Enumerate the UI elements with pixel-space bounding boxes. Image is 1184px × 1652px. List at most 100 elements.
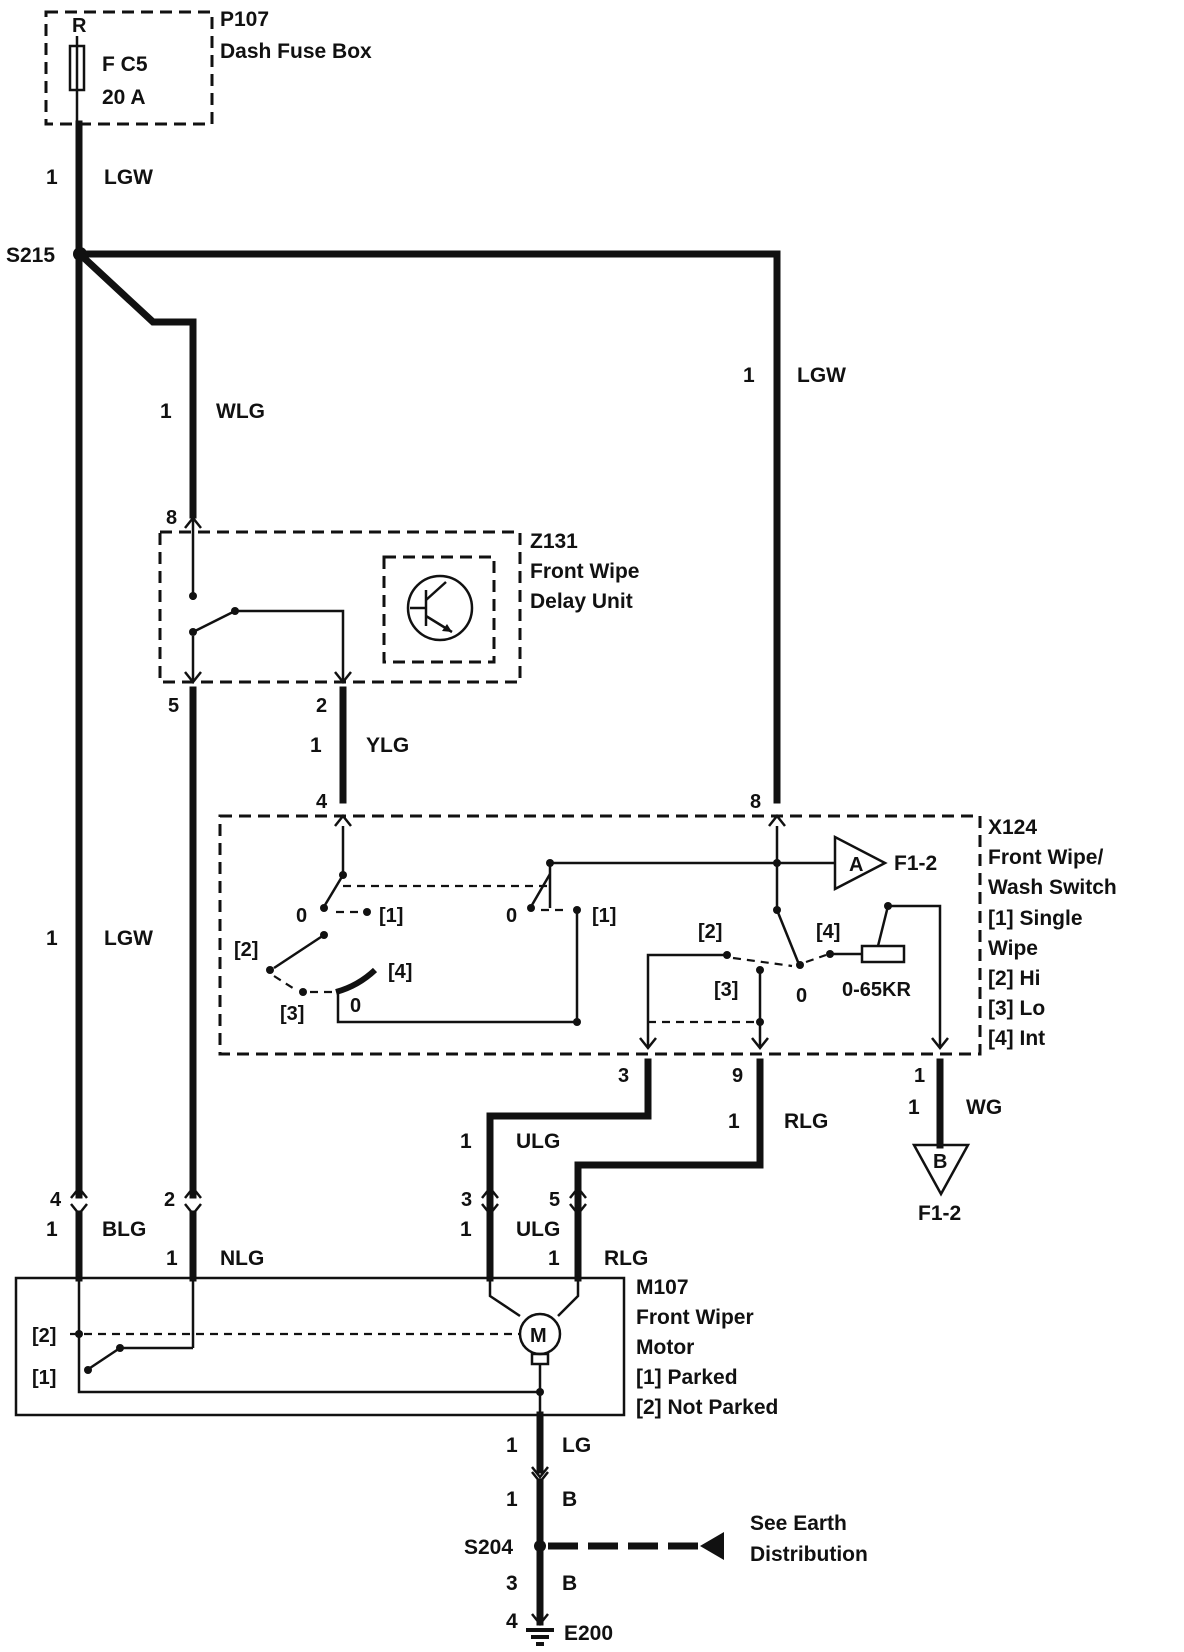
svg-text:1: 1 <box>166 1247 178 1270</box>
delay-pin-2: 2 <box>316 695 327 717</box>
svg-text:1: 1 <box>460 1130 472 1153</box>
svg-text:3: 3 <box>461 1189 472 1211</box>
resistor-label: 0-65KR <box>842 979 911 1001</box>
svg-text:4: 4 <box>50 1189 62 1211</box>
fuse-box-name: Dash Fuse Box <box>220 40 372 63</box>
svg-text:A: A <box>849 854 863 876</box>
svg-text:[2]: [2] <box>234 939 258 961</box>
delay-unit-code: Z131 <box>530 530 578 553</box>
svg-text:1: 1 <box>506 1434 518 1457</box>
svg-text:NLG: NLG <box>220 1247 264 1270</box>
svg-text:WG: WG <box>966 1096 1002 1119</box>
svg-text:0: 0 <box>506 905 517 927</box>
svg-text:1: 1 <box>908 1096 920 1119</box>
motor-code: M107 <box>636 1276 689 1299</box>
fuse-rating: 20 A <box>102 86 146 109</box>
splice-s204: S204 See Earth Distribution <box>464 1512 868 1566</box>
switch-pin-4: 4 <box>316 791 328 813</box>
wire-s215-to-motor: 1 LGW <box>46 250 153 1199</box>
splice-s204-label: S204 <box>464 1536 513 1559</box>
svg-text:1: 1 <box>506 1488 518 1511</box>
svg-text:[4]: [4] <box>816 921 840 943</box>
earth-note-1: See Earth <box>750 1512 847 1535</box>
motor-name-2: Motor <box>636 1336 694 1359</box>
svg-text:0: 0 <box>350 995 361 1017</box>
svg-text:B: B <box>562 1572 577 1595</box>
wire-motor-to-ground: 1 LG 1 B <box>506 1411 591 1549</box>
svg-text:1: 1 <box>160 400 172 423</box>
svg-text:[2]: [2] <box>32 1325 56 1347</box>
svg-text:1: 1 <box>728 1110 740 1133</box>
switch-pin-3: 3 <box>618 1065 629 1087</box>
fuse-box-corner-label: R <box>72 15 87 37</box>
svg-text:[3]: [3] <box>714 979 738 1001</box>
svg-text:1: 1 <box>46 1218 58 1241</box>
svg-text:5: 5 <box>549 1189 560 1211</box>
delay-pin-8: 8 <box>166 507 177 529</box>
svg-text:1: 1 <box>46 927 58 950</box>
wire-switch-to-ref-b: 1 WG B F1-2 <box>908 1058 1002 1225</box>
svg-text:2: 2 <box>164 1189 175 1211</box>
svg-text:LGW: LGW <box>104 166 153 189</box>
switch-code: X124 <box>988 816 1037 839</box>
fuse-box-p107: R F C5 20 A P107 Dash Fuse Box <box>44 8 372 126</box>
delay-pin-5: 5 <box>168 695 179 717</box>
motor-state-1: [1] Parked <box>636 1366 738 1389</box>
svg-text:BLG: BLG <box>102 1218 146 1241</box>
svg-text:1: 1 <box>743 364 755 387</box>
motor-name-1: Front Wiper <box>636 1306 754 1329</box>
wire-delay-to-switch: 1 YLG <box>310 686 409 804</box>
switch-legend-1b: Wipe <box>988 937 1038 960</box>
motor-connectors: 4 2 3 5 1 BLG 1 NLG 1 ULG 1 RLG <box>46 1185 648 1282</box>
fuse-box-code: P107 <box>220 8 269 31</box>
svg-text:B: B <box>562 1488 577 1511</box>
delay-unit-z131: 8 5 2 Z131 Front Wipe Delay Unit <box>158 507 639 717</box>
switch-pin-8: 8 <box>750 791 761 813</box>
wire-s215-to-delay-unit: 1 WLG <box>79 253 265 519</box>
svg-text:B: B <box>933 1151 947 1173</box>
switch-legend-3: [3] Lo <box>988 997 1045 1020</box>
svg-text:1: 1 <box>310 734 322 757</box>
wire-s204-to-e200: 3 B 4 <box>506 1542 577 1633</box>
svg-text:3: 3 <box>506 1572 518 1595</box>
splice-s215-label: S215 <box>6 244 55 267</box>
svg-text:[1]: [1] <box>379 905 403 927</box>
svg-text:LGW: LGW <box>104 927 153 950</box>
switch-name-2: Wash Switch <box>988 876 1117 899</box>
svg-text:RLG: RLG <box>784 1110 828 1133</box>
svg-text:1: 1 <box>46 166 58 189</box>
switch-pin-1: 1 <box>914 1065 925 1087</box>
svg-text:4: 4 <box>506 1610 518 1633</box>
svg-text:LGW: LGW <box>797 364 846 387</box>
svg-text:YLG: YLG <box>366 734 409 757</box>
svg-text:1: 1 <box>460 1218 472 1241</box>
switch-x124: 4 8 0 [1] [2] [4] [3] 0 0 [1] <box>218 791 1117 1087</box>
svg-text:[1]: [1] <box>32 1367 56 1389</box>
splice-s215: S215 <box>6 244 87 267</box>
wiper-motor-m107: M [2] [1] M107 Front Wiper Motor [1] Par… <box>14 1276 778 1419</box>
wire-s215-to-switch: 1 LGW <box>76 250 846 804</box>
svg-text:ULG: ULG <box>516 1218 560 1241</box>
svg-text:[2]: [2] <box>698 921 722 943</box>
svg-text:[1]: [1] <box>592 905 616 927</box>
switch-legend-2: [2] Hi <box>988 967 1041 990</box>
motor-state-2: [2] Not Parked <box>636 1396 778 1419</box>
ref-b-target: F1-2 <box>918 1202 961 1225</box>
fuse-label: F C5 <box>102 53 148 76</box>
switch-name-1: Front Wipe/ <box>988 846 1103 869</box>
svg-text:ULG: ULG <box>516 1130 560 1153</box>
svg-text:[4]: [4] <box>388 961 412 983</box>
switch-legend-4: [4] Int <box>988 1027 1045 1050</box>
wire-fuse-to-s215: 1 LGW <box>46 120 153 256</box>
ref-b-triangle <box>911 1143 971 1197</box>
earth-e200-label: E200 <box>564 1622 613 1645</box>
svg-text:0: 0 <box>796 985 807 1007</box>
svg-text:0: 0 <box>296 905 307 927</box>
wire-switch-to-motor-3: 1 ULG <box>460 1058 652 1274</box>
earth-note-2: Distribution <box>750 1543 868 1566</box>
motor-symbol: M <box>530 1325 547 1347</box>
svg-text:1: 1 <box>548 1247 560 1270</box>
delay-unit-name-2: Delay Unit <box>530 590 633 613</box>
svg-text:[3]: [3] <box>280 1003 304 1025</box>
